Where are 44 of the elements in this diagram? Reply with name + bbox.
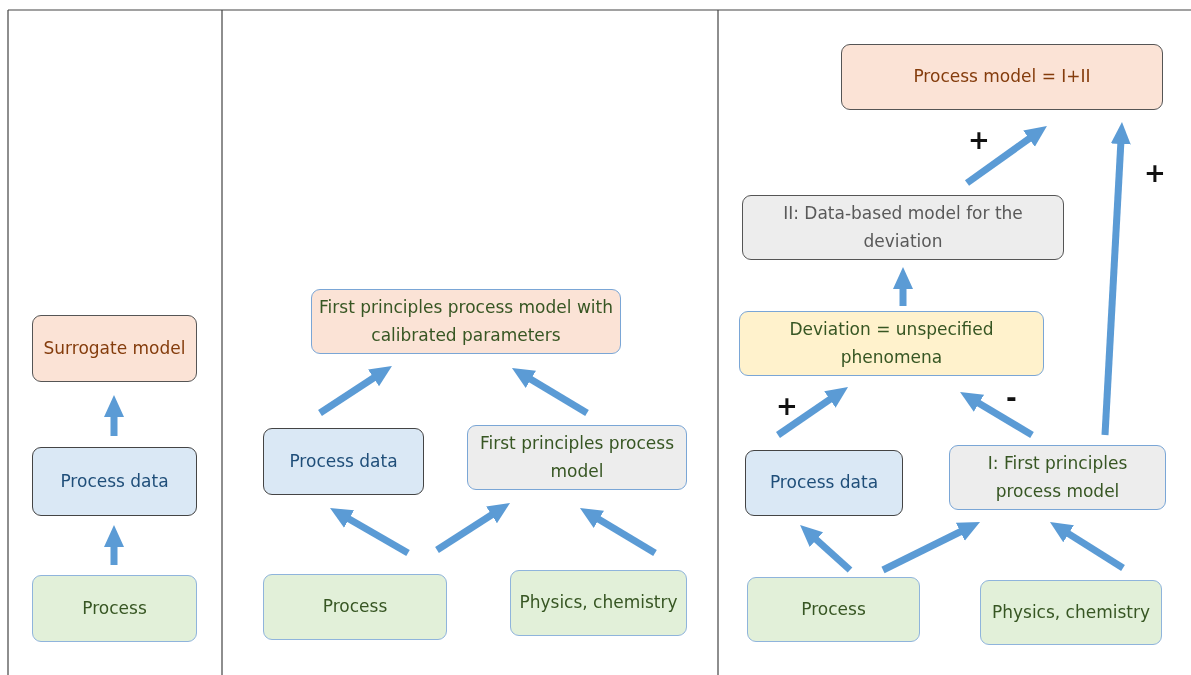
model-box	[467, 425, 687, 490]
node-label: II: Data-based model for the deviation	[782, 202, 1024, 253]
arrow	[960, 391, 1034, 438]
node-label: Physics, chemistry	[519, 591, 678, 615]
node-label: Process data	[289, 449, 398, 473]
arrow	[800, 524, 853, 573]
data-box	[32, 447, 197, 516]
node-label: Surrogate model	[43, 336, 186, 360]
arrow	[511, 368, 589, 416]
model-box	[742, 195, 1064, 260]
model-box	[311, 289, 621, 354]
model-box	[949, 445, 1166, 510]
node-label: First principles process model	[478, 432, 676, 483]
arrow	[318, 365, 392, 416]
edge-label: +	[968, 127, 990, 153]
source-box	[263, 574, 447, 640]
data-box	[745, 450, 903, 516]
arrow	[776, 387, 849, 438]
model-box	[841, 44, 1163, 110]
arrow	[881, 522, 981, 574]
source-box	[980, 580, 1162, 645]
arrow	[1049, 522, 1125, 571]
node-label: First principles process model with calibrated parameters	[318, 296, 614, 347]
source-box	[32, 575, 197, 642]
node-label: Physics, chemistry	[991, 600, 1151, 624]
edge-label: -	[1006, 385, 1017, 411]
node-label: Process model = I+II	[913, 65, 1091, 89]
edge-label: +	[1144, 160, 1166, 186]
deviation-box	[739, 311, 1044, 376]
model-box	[32, 315, 197, 382]
node-label: I: First principles process model	[986, 452, 1129, 503]
node-label: Deviation = unspecified phenomena	[788, 318, 995, 369]
node-label: Process	[322, 595, 388, 619]
node-label: Process	[82, 596, 147, 620]
data-box	[263, 428, 424, 495]
node-label: Process data	[769, 471, 879, 495]
edge-label: +	[776, 393, 798, 419]
arrow	[1101, 122, 1131, 436]
arrow	[964, 125, 1047, 186]
arrow	[579, 508, 657, 556]
node-label: Process data	[60, 469, 169, 493]
node-label: Process	[801, 597, 866, 621]
source-box	[747, 577, 920, 642]
source-box	[510, 570, 687, 636]
